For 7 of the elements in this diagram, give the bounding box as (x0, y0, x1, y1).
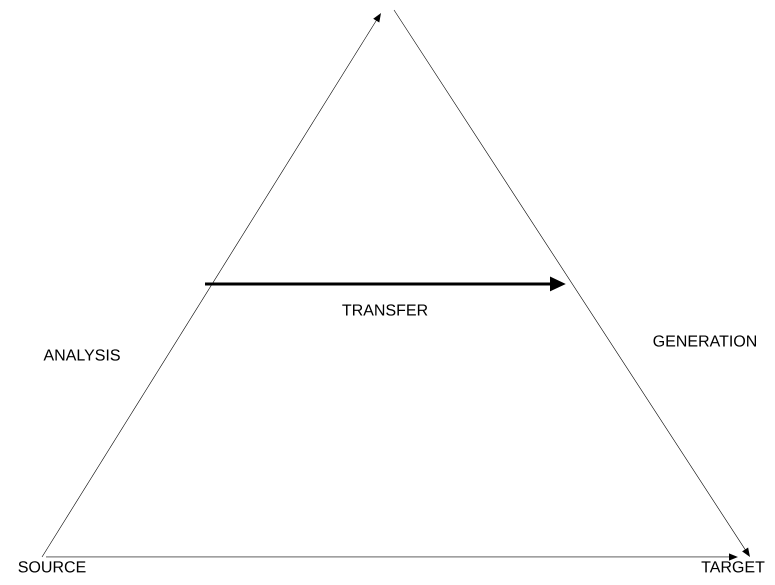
node-label: SOURCE (18, 561, 86, 573)
arrow (42, 13, 381, 558)
arrow (394, 10, 750, 557)
side-label: TRANSFER (342, 304, 428, 316)
side-label: GENERATION (654, 335, 756, 347)
node-label: TARGET (702, 561, 764, 573)
side-label: ANALYSIS (44, 349, 120, 361)
